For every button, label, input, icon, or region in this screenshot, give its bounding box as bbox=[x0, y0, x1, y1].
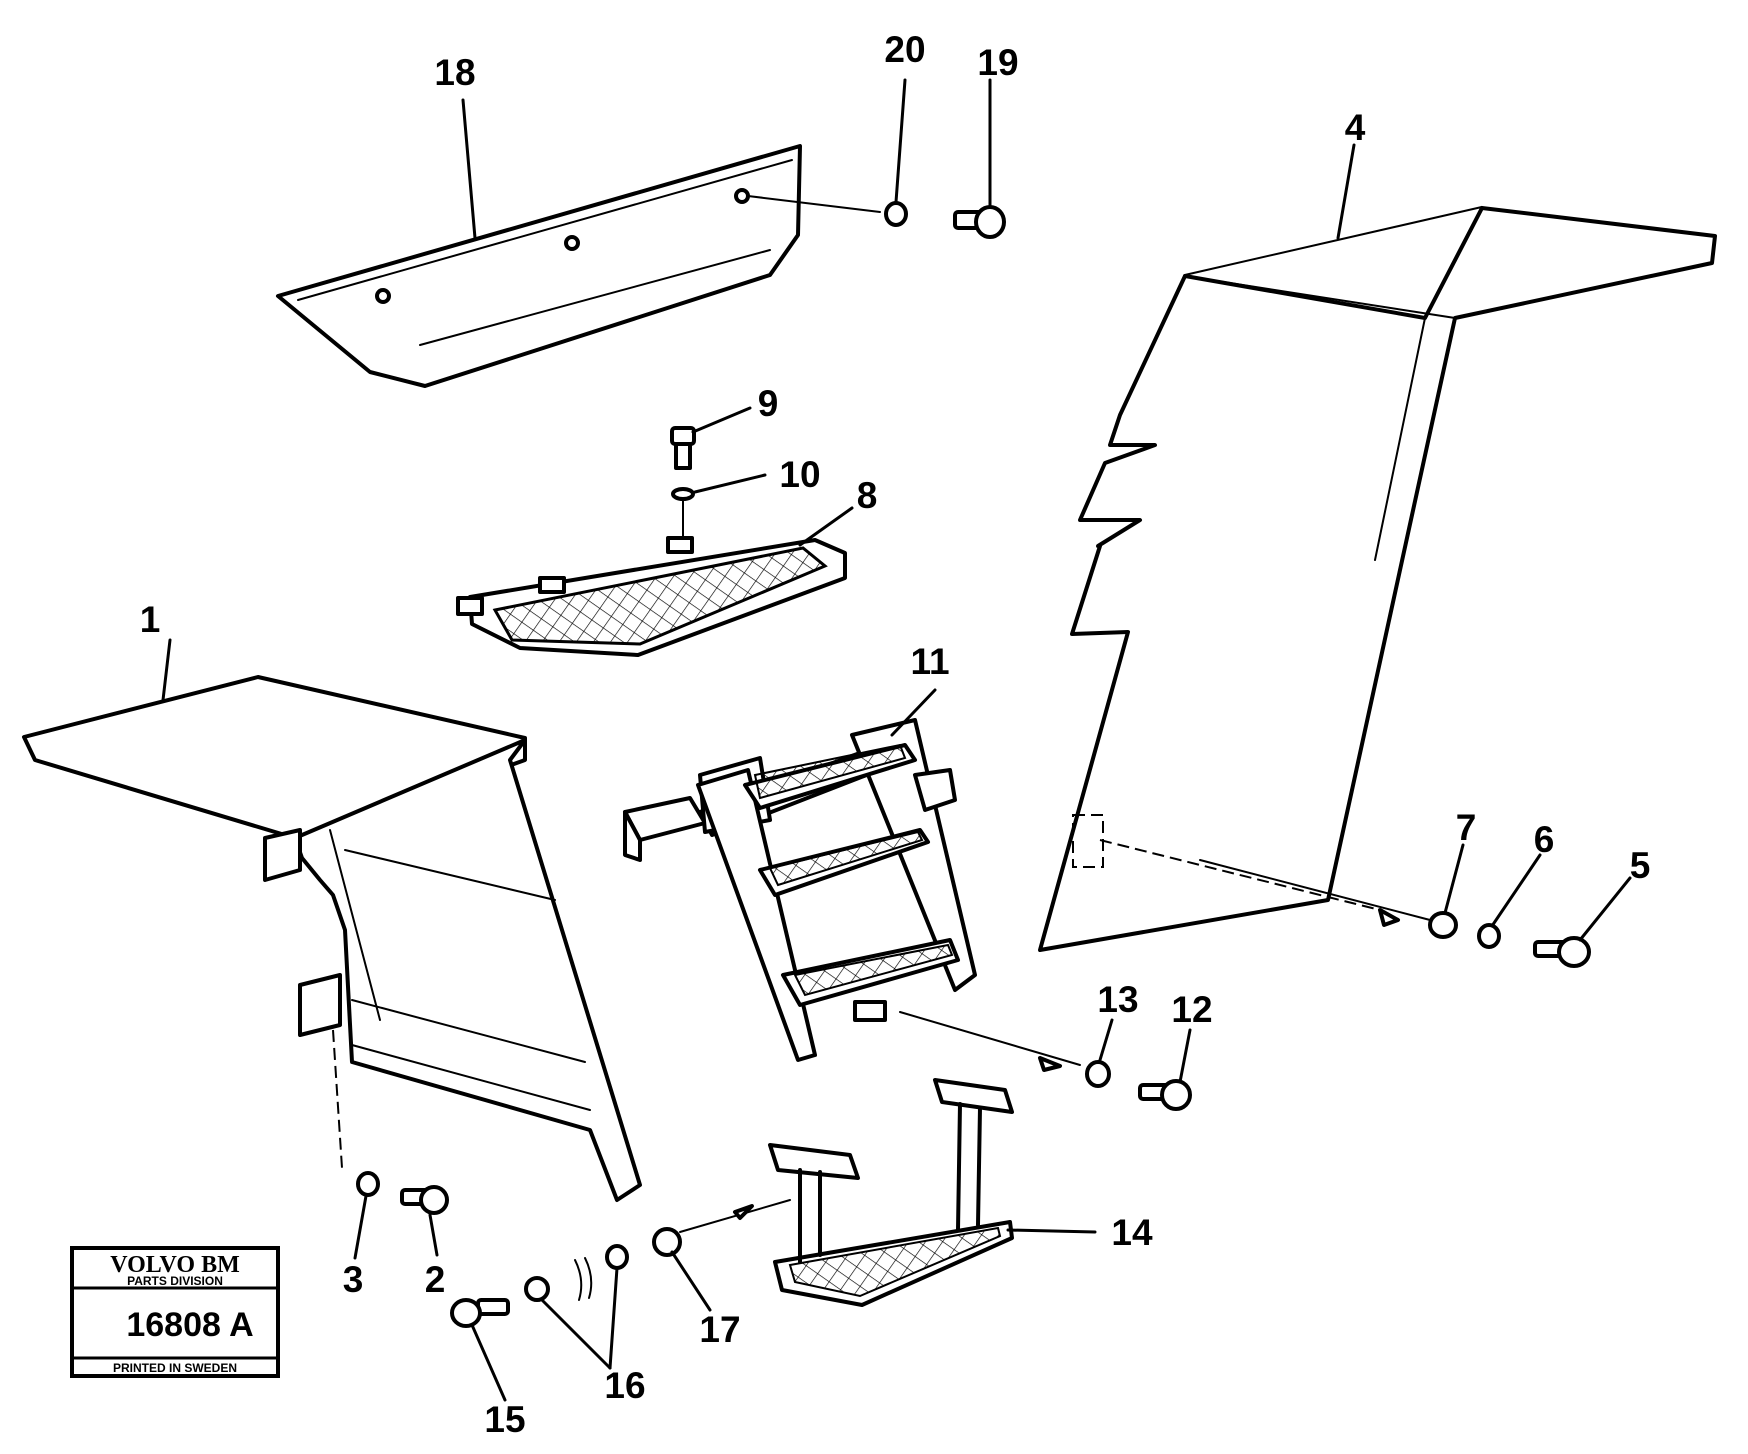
part-6-washer bbox=[1477, 923, 1501, 949]
callout-4: 4 bbox=[1345, 107, 1366, 148]
callout-20: 20 bbox=[884, 29, 925, 70]
part-15-bolt bbox=[450, 1298, 510, 1328]
callout-17: 17 bbox=[699, 1309, 740, 1350]
callout-1: 1 bbox=[140, 599, 161, 640]
callout-19: 19 bbox=[977, 42, 1018, 83]
leader-lines bbox=[161, 78, 1632, 1402]
callout-9: 9 bbox=[758, 383, 779, 424]
part-5-bolt bbox=[1533, 936, 1591, 968]
callout-18: 18 bbox=[434, 52, 475, 93]
part-17-nut bbox=[652, 1227, 682, 1257]
callout-15: 15 bbox=[484, 1399, 525, 1440]
callout-2: 2 bbox=[425, 1259, 446, 1300]
part-10-washer bbox=[671, 487, 695, 541]
badge-number: 16808 A bbox=[126, 1306, 253, 1344]
part-8-step bbox=[456, 536, 847, 657]
badge-division: PARTS DIVISION bbox=[127, 1274, 223, 1288]
callout-7: 7 bbox=[1456, 807, 1477, 848]
part-3-washer bbox=[356, 1171, 380, 1197]
part-12-bolt bbox=[1138, 1079, 1192, 1111]
part-14-step bbox=[679, 1078, 1014, 1307]
part-13-washer bbox=[899, 1011, 1111, 1088]
part-4-fender bbox=[1038, 206, 1717, 952]
callout-16: 16 bbox=[604, 1365, 645, 1406]
callout-5: 5 bbox=[1630, 845, 1651, 886]
part-1-fender bbox=[22, 675, 642, 1202]
part-2-bolt bbox=[400, 1185, 449, 1215]
callout-11: 11 bbox=[910, 641, 949, 682]
callout-14: 14 bbox=[1111, 1212, 1153, 1253]
part-7-nut bbox=[1199, 859, 1458, 939]
badge-brand: VOLVO BM bbox=[110, 1252, 240, 1278]
callout-8: 8 bbox=[857, 475, 878, 516]
badge-printed: PRINTED IN SWEDEN bbox=[113, 1361, 237, 1375]
part-18-plate bbox=[276, 144, 802, 388]
callout-3: 3 bbox=[343, 1259, 364, 1300]
part-16-washers bbox=[524, 1244, 629, 1302]
callout-13: 13 bbox=[1097, 979, 1138, 1020]
callout-12: 12 bbox=[1171, 989, 1212, 1030]
callout-10: 10 bbox=[779, 454, 820, 495]
callout-6: 6 bbox=[1534, 819, 1555, 860]
volvo-bm-parts-badge: VOLVO BM PARTS DIVISION 16808 A PRINTED … bbox=[70, 1246, 280, 1378]
part-11-ladder bbox=[623, 718, 977, 1062]
part-9-bolt bbox=[670, 426, 696, 470]
callout-labels: 1 2 3 4 5 6 7 8 9 10 11 12 13 14 15 16 1… bbox=[140, 29, 1651, 1440]
part-19-bolt bbox=[953, 205, 1006, 239]
